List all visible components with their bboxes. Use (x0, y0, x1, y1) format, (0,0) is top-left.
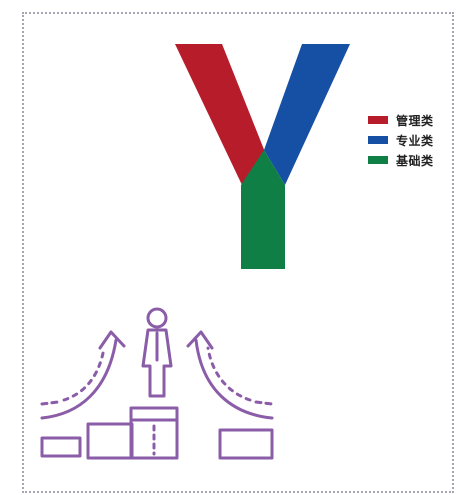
left-arrow-curve (40, 338, 118, 420)
dotted-frame (22, 12, 454, 493)
left-arrow-head-icon (98, 330, 126, 350)
y-stem-foundation (241, 150, 285, 269)
right-arrow-head-icon (186, 330, 214, 350)
legend-item-management: 管理类 (368, 110, 434, 130)
right-step-block (218, 428, 274, 460)
legend-item-foundation: 基础类 (368, 150, 434, 170)
left-arrow-dashed-tail (40, 400, 60, 406)
y-left-branch-management (175, 44, 265, 185)
right-arrow-curve (194, 338, 274, 420)
person-head-icon (146, 307, 168, 329)
legend: 管理类 专业类 基础类 (368, 110, 434, 170)
career-growth-icon (40, 307, 274, 460)
legend-swatch-management (368, 116, 388, 124)
middle-step-block (86, 422, 134, 460)
y-shape-logo (175, 44, 350, 269)
person-body-icon (141, 328, 173, 398)
podium-block (129, 406, 179, 460)
legend-label-foundation: 基础类 (396, 153, 434, 168)
legend-label-professional: 专业类 (396, 133, 434, 148)
left-arrow-dotted-curve (62, 346, 106, 402)
left-step-block (40, 436, 82, 458)
y-right-branch-professional (264, 44, 350, 185)
right-arrow-dotted-curve (206, 346, 252, 402)
legend-swatch-foundation (368, 156, 388, 164)
legend-item-professional: 专业类 (368, 130, 434, 150)
legend-swatch-professional (368, 136, 388, 144)
right-arrow-dashed-tail (254, 400, 274, 406)
legend-label-management: 管理类 (396, 113, 434, 128)
